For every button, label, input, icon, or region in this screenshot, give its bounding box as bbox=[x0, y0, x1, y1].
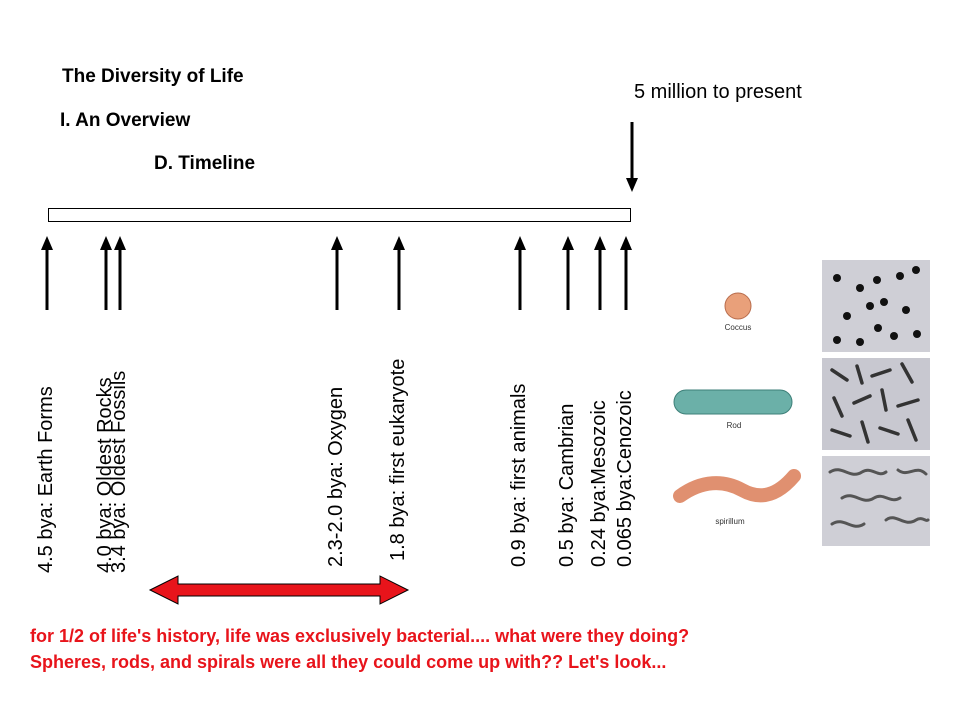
event-arrow-head bbox=[393, 236, 405, 250]
subsection-heading: D. Timeline bbox=[154, 153, 256, 174]
event-arrow-head bbox=[41, 236, 53, 250]
bacterial-span-arrow bbox=[148, 575, 410, 605]
event-label: 0.9 bya: first animals bbox=[508, 383, 530, 567]
event-arrow-head bbox=[100, 236, 112, 250]
event-arrow-head bbox=[331, 236, 343, 250]
rod-label: Rod bbox=[727, 421, 742, 430]
event-arrow-head bbox=[620, 236, 632, 250]
event-arrow-head bbox=[114, 236, 126, 250]
coccus-illustration bbox=[724, 292, 752, 320]
event-label: 4.5 bya: Earth Forms bbox=[35, 386, 57, 573]
event-label: 0.5 bya: Cambrian bbox=[556, 403, 578, 567]
page-title: The Diversity of Life bbox=[62, 66, 244, 87]
bacteria-shapes-figure: Coccus Rod spirillum bbox=[673, 260, 930, 546]
coccus-micrograph bbox=[822, 260, 930, 352]
event-arrow-head bbox=[594, 236, 606, 250]
event-label: 3.4 bya: Oldest Fossils bbox=[108, 370, 130, 573]
event-label: 0.24 bya:Mesozoic bbox=[588, 400, 610, 567]
present-note: 5 million to present bbox=[634, 81, 802, 103]
event-label: 1.8 bya: first eukaryote bbox=[387, 358, 409, 561]
present-arrow-head bbox=[626, 178, 638, 192]
event-arrow-head bbox=[514, 236, 526, 250]
spirillum-illustration bbox=[673, 469, 801, 503]
timeline-bar bbox=[48, 208, 631, 222]
event-label: 2.3-2.0 bya: Oxygen bbox=[325, 386, 347, 567]
rod-illustration bbox=[673, 389, 793, 415]
caption-line-2: Spheres, rods, and spirals were all they… bbox=[30, 652, 667, 672]
event-label: 0.065 bya:Cenozoic bbox=[614, 390, 636, 567]
section-heading: I. An Overview bbox=[60, 110, 191, 131]
coccus-label: Coccus bbox=[725, 323, 752, 332]
caption-line-1: for 1/2 of life's history, life was excl… bbox=[30, 626, 690, 646]
spirillum-label: spirillum bbox=[715, 517, 745, 526]
event-arrow-head bbox=[562, 236, 574, 250]
